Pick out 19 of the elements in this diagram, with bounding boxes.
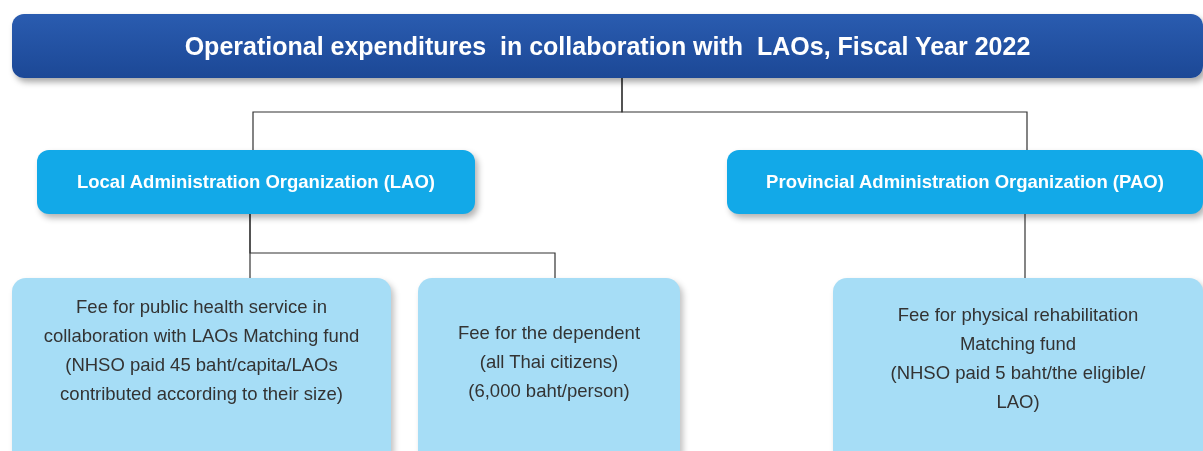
funding-text: Fee for public health service in collaboration with LAOs Matching fund: [42, 295, 361, 348]
funding-box: [833, 278, 1203, 451]
connector-line: [249, 213, 556, 279]
category-label: Provincial Administration Organization (PAO): [766, 171, 1164, 193]
funding-text: (NHSO paid 45 baht/capita/LAOs contributed according to their size): [59, 353, 344, 406]
funding-box: [12, 278, 391, 451]
title-banner: [12, 14, 1203, 78]
funding-text: Fee for the dependent: [457, 321, 641, 345]
funding-box: [418, 278, 680, 451]
connector-line: [1024, 213, 1026, 279]
category-label: Local Administration Organization (LAO): [77, 171, 435, 193]
funding-text: (6,000 baht/person): [468, 379, 630, 403]
title-text: Operational expenditures in collaboration with LAOs, Fiscal Year 2022: [184, 31, 1031, 61]
funding-text: Fee for physical rehabilitation Matching fund: [896, 303, 1140, 356]
category-box: [37, 150, 475, 214]
funding-text: (NHSO paid 5 baht/the eligible/ LAO): [889, 361, 1147, 414]
funding-text: (all Thai citizens): [479, 350, 619, 374]
connector-line: [621, 77, 1028, 151]
category-box: [727, 150, 1203, 214]
